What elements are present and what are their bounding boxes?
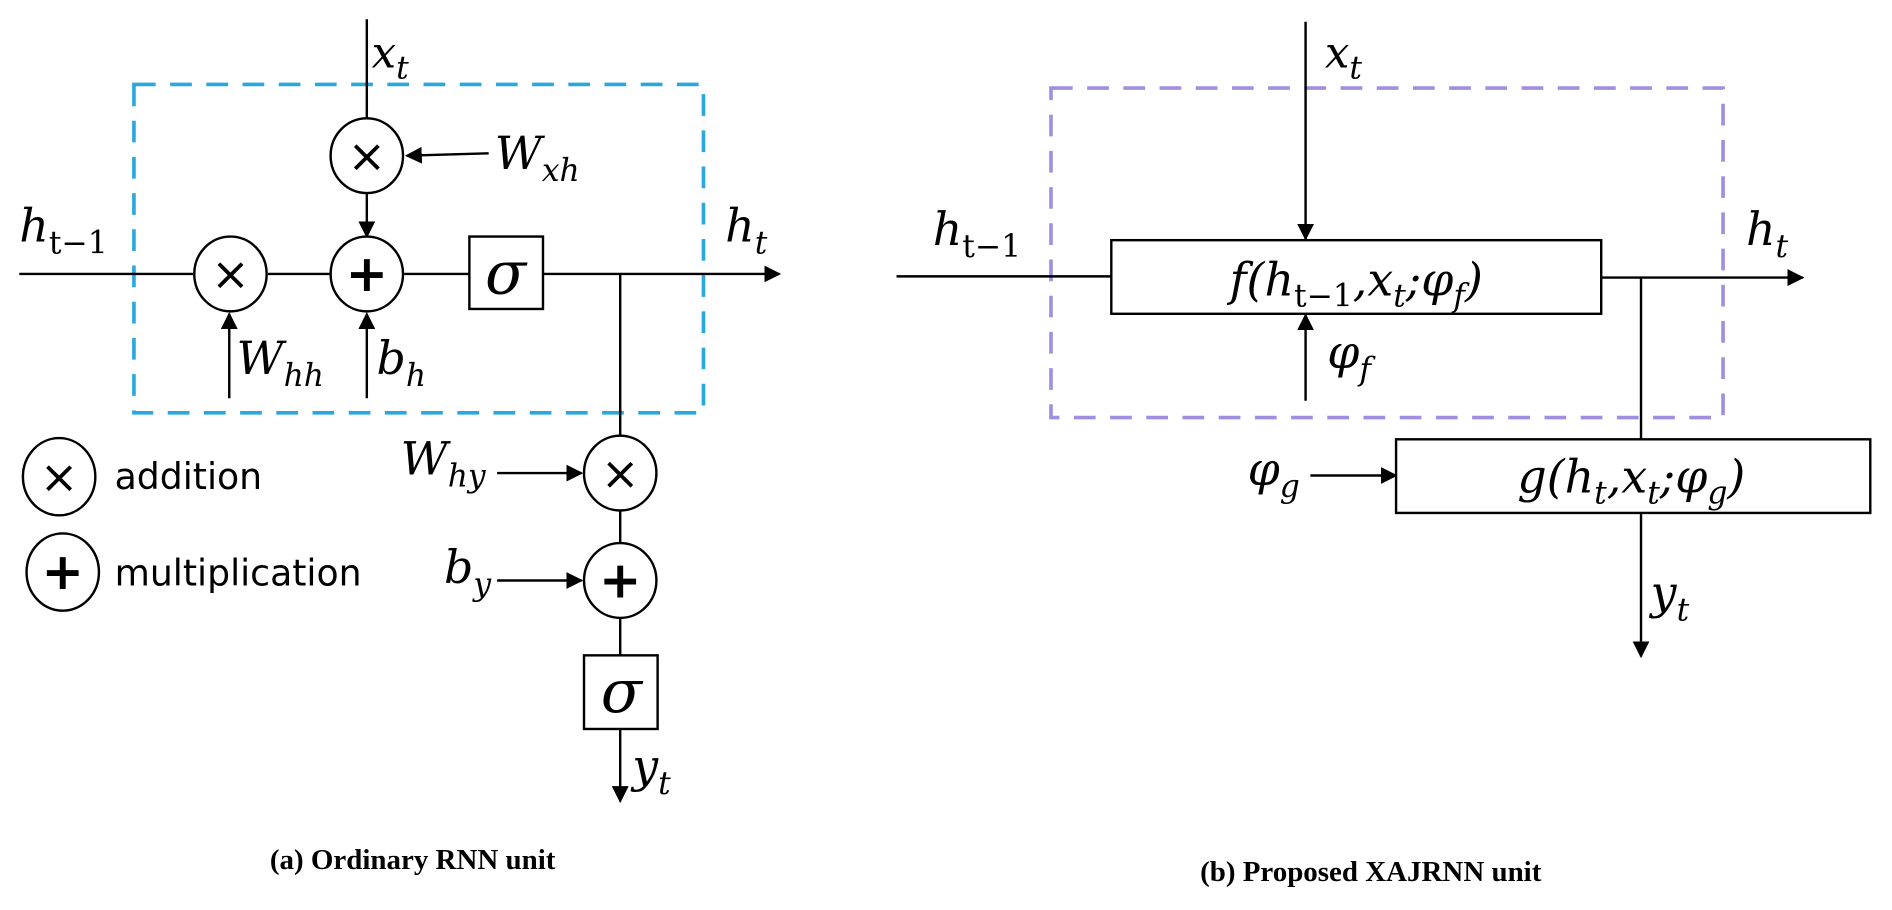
panel-a-cell-boundary (132, 82, 706, 415)
mult-node-xh: × (329, 117, 405, 195)
label-phi-g: φg (1248, 442, 1300, 505)
f-function-label: f(ht−1,xt;φf) (1227, 253, 1483, 315)
add-node-y: + (582, 541, 658, 620)
panel-b-xajrnn: f(ht−1,xt;φf) g(ht,xt;φg) xt ht−1 ht φf … (896, 21, 1872, 888)
legend-label-addition: addition (115, 455, 262, 498)
label-h-t: ht (725, 198, 768, 261)
panel-a-ordinary-rnn: × × + σ × + σ xt Wxh ht−1 ht Wh (19, 19, 782, 876)
sigma-node-y: σ (582, 654, 659, 731)
w-xh-arrow (404, 146, 489, 164)
times-icon: × (211, 247, 249, 301)
plus-icon: + (346, 244, 388, 303)
label-y-t: yt (1649, 565, 1690, 628)
g-function-box: g(ht,xt;φg) (1394, 438, 1872, 515)
plus-icon: + (42, 542, 84, 601)
label-y-t: yt (630, 739, 671, 802)
g-function-label: g(ht,xt;φg) (1517, 449, 1745, 511)
mult-node-hh: × (193, 235, 268, 313)
times-icon: × (348, 128, 386, 182)
label-h-prev: ht−1 (933, 202, 1021, 265)
label-x-t: xt (1325, 29, 1362, 87)
mult-node-hy: × (582, 434, 658, 512)
label-w-xh: Wxh (495, 126, 580, 189)
legend: × addition + multiplication (21, 436, 362, 612)
caption-a: (a) Ordinary RNN unit (270, 844, 556, 876)
f-function-box: f(ht−1,xt;φf) (1110, 238, 1603, 315)
times-icon: × (601, 446, 639, 500)
sigma-icon: σ (485, 238, 528, 308)
label-h-prev: ht−1 (19, 198, 107, 261)
label-h-t: ht (1746, 202, 1789, 265)
caption-b: (b) Proposed XAJRNN unit (1200, 856, 1542, 888)
legend-item-times: × addition (21, 436, 262, 517)
label-b-y: by (444, 540, 492, 603)
panel-b-cell-boundary (1049, 86, 1725, 420)
sigma-icon: σ (601, 657, 644, 727)
label-x-t: xt (372, 29, 409, 87)
label-w-hy: Why (401, 431, 487, 494)
times-icon: × (40, 449, 78, 503)
legend-label-multiplication: multiplication (115, 551, 362, 594)
label-w-hh: Whh (237, 331, 325, 394)
plus-icon: + (599, 550, 641, 609)
legend-item-plus: + multiplication (25, 532, 362, 612)
add-node-h: + (329, 235, 405, 313)
sigma-node-h: σ (468, 235, 545, 311)
label-b-h: bh (376, 331, 426, 394)
label-phi-f: φf (1327, 325, 1376, 388)
